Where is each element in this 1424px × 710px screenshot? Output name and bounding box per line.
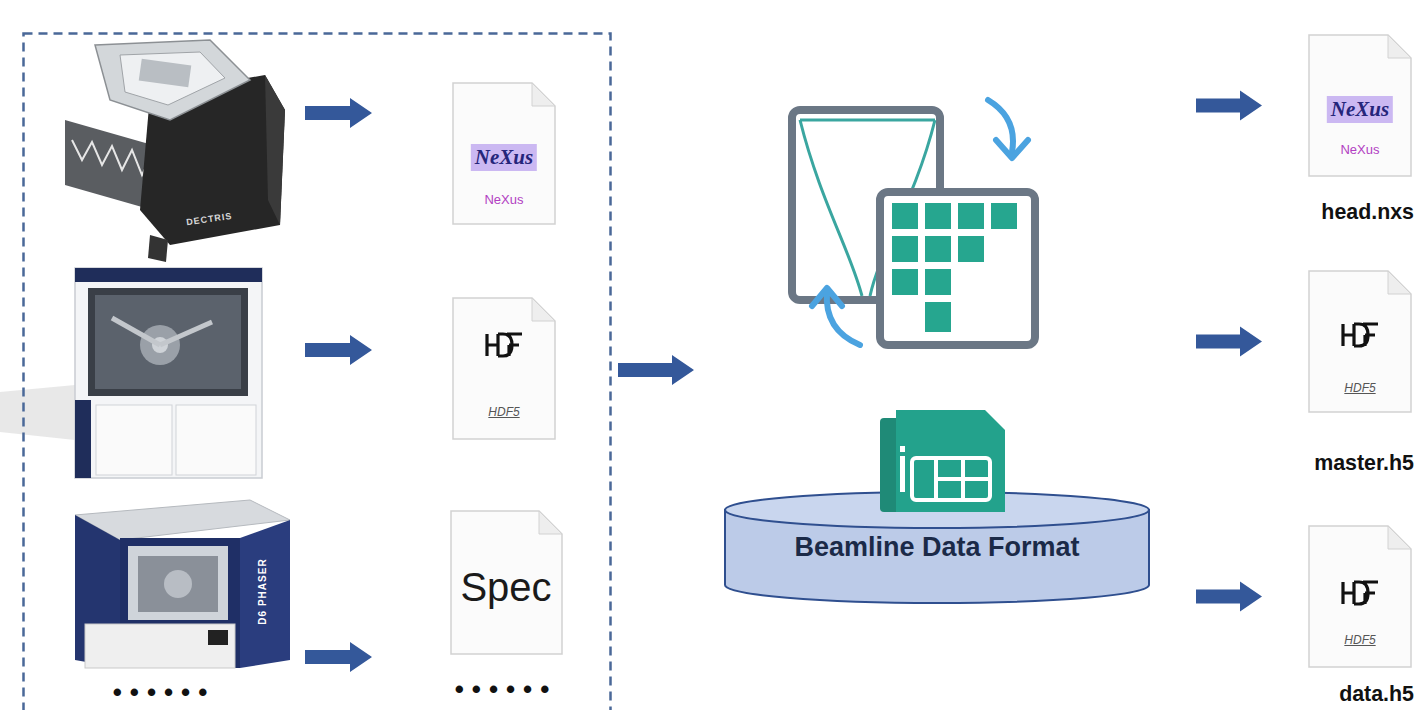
detector-photo — [65, 40, 285, 262]
hdf-logo-mark — [1343, 324, 1378, 346]
hdf-logo-mark — [487, 334, 522, 356]
output-file: NeXusNeXushead.nxs — [1268, 34, 1418, 177]
file-icon: Spec — [450, 510, 563, 655]
file-page-fold — [1388, 35, 1411, 58]
spec-logo: Spec — [460, 565, 551, 610]
file-page-fold — [539, 511, 562, 534]
diffractometer-photo — [0, 268, 262, 478]
dashed-group-border — [24, 34, 611, 710]
file-page — [1309, 526, 1411, 667]
format-conversion-icon — [792, 100, 1035, 345]
hdf-logo — [484, 332, 524, 358]
file-name: data.h5 — [1268, 682, 1414, 707]
output-file: HDF5data.h5 — [1268, 525, 1418, 668]
sheet-icon — [880, 410, 1005, 512]
flow-arrow — [1196, 327, 1262, 357]
hdf-logo-mark — [1343, 582, 1378, 604]
diffractometer-photo — [75, 500, 290, 668]
store-title: Beamline Data Format — [794, 532, 1079, 563]
instrument-arrow — [305, 98, 372, 672]
hdf-logo — [1340, 322, 1380, 348]
file-page — [453, 83, 555, 224]
nexus-logo-small: NeXus — [1340, 142, 1379, 157]
source-group: ••••••••••••NeXusNeXusHDF5Spec — [22, 32, 612, 710]
file-page-fold — [532, 83, 555, 106]
file-page-fold — [532, 298, 555, 321]
nexus-logo: NeXus — [471, 144, 537, 171]
ellipsis-dots: •••••• — [113, 677, 216, 708]
file-page-fold — [1388, 271, 1411, 294]
hdf5-caption: HDF5 — [1344, 381, 1375, 395]
format-store: Beamline Data Format — [700, 50, 1190, 690]
file-icon: NeXusNeXus — [452, 82, 556, 225]
brand-label: D6 PHASER — [257, 552, 268, 632]
nexus-logo-small: NeXus — [484, 192, 523, 207]
hdf-logo — [1340, 580, 1380, 606]
flow-arrow — [1196, 91, 1262, 121]
hdf5-caption: HDF5 — [488, 405, 519, 419]
file-icon: HDF5 — [452, 297, 556, 440]
file-page-fold — [1388, 526, 1411, 549]
file-page — [453, 298, 555, 439]
hdf5-caption: HDF5 — [1344, 633, 1375, 647]
flow-arrow — [1196, 582, 1262, 612]
file-page — [1309, 271, 1411, 412]
file-name: master.h5 — [1268, 451, 1414, 476]
ellipsis-dots: •••••• — [455, 674, 558, 705]
nexus-logo: NeXus — [1327, 96, 1393, 123]
file-page — [1309, 35, 1411, 176]
file-name: head.nxs — [1268, 200, 1414, 225]
output-file: HDF5master.h5 — [1268, 270, 1418, 413]
flow-arrow — [618, 355, 694, 385]
file-page — [451, 511, 562, 654]
